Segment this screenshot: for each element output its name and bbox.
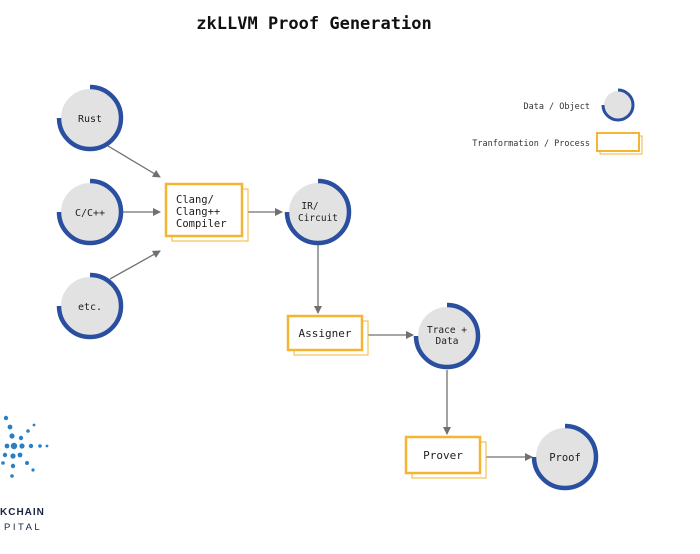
prover-label: Prover [423, 449, 463, 462]
arrow-rust-to-compiler [107, 145, 161, 178]
arrow-etc-to-compiler [109, 250, 161, 280]
proof-label: Proof [549, 452, 581, 464]
starburst-icon [1, 415, 49, 478]
brand-logo: KCHAIN PITAL [0, 415, 49, 533]
assigner-label: Assigner [299, 327, 352, 340]
legend: Data / Object Tranformation / Process [472, 88, 643, 155]
compiler-label-line3: Compiler [176, 218, 227, 230]
etc-label: etc. [78, 302, 102, 313]
process-node-assigner: Assigner [286, 314, 369, 356]
trace-label-line1: Trace + [427, 325, 467, 336]
compiler-label-line1: Clang/ [176, 194, 214, 206]
trace-label-line2: Data [436, 336, 459, 347]
ir-label-line2: Circuit [298, 213, 338, 224]
legend-circle-icon [601, 88, 635, 122]
process-node-prover: Prover [404, 435, 487, 479]
data-node-etc: etc. [56, 272, 124, 340]
legend-data-object-label: Data / Object [523, 102, 590, 112]
legend-box-icon [596, 132, 643, 155]
data-node-rust: Rust [56, 84, 124, 152]
data-node-proof: Proof [531, 423, 599, 491]
data-node-cpp: C/C++ [56, 178, 124, 246]
compiler-label-line2: Clang++ [176, 206, 220, 218]
ir-label-line1: IR/ [301, 201, 318, 212]
cpp-label: C/C++ [75, 208, 105, 219]
brand-line2: PITAL [4, 522, 42, 533]
diagram-title: zkLLVM Proof Generation [196, 14, 432, 34]
process-node-compiler: Clang/ Clang++ Compiler [164, 182, 249, 242]
data-node-ir-circuit: IR/ Circuit [284, 178, 352, 246]
data-node-trace-data: Trace + Data [413, 302, 481, 370]
arrows [107, 145, 533, 461]
legend-process-label: Tranformation / Process [472, 139, 590, 149]
rust-label: Rust [78, 114, 102, 125]
brand-line1: KCHAIN [0, 507, 45, 518]
